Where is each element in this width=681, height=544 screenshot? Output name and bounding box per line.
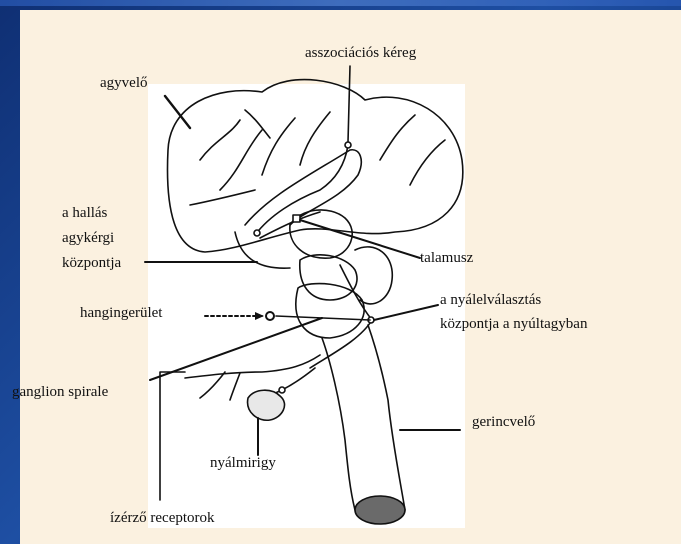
label-auditory-center-3: központja [62, 255, 121, 272]
midbrain-shape [300, 255, 357, 300]
taste-nerve [185, 355, 320, 378]
salivary-gland-shape [248, 390, 285, 420]
leader-cerebrum [165, 96, 190, 128]
cerebellum-shape [355, 247, 392, 304]
label-salivation-center-1: a nyálelválasztás [440, 292, 541, 309]
label-auditory-center-2: agykérgi [62, 230, 114, 247]
taste-nerve-branch [230, 373, 240, 400]
cerebrum-outline [167, 80, 462, 252]
gland-nerve [270, 368, 315, 395]
leader-association [348, 66, 350, 142]
label-taste-receptors: ízérző receptorok [110, 510, 215, 527]
leader-taste [160, 372, 185, 500]
label-spinal-cord: gerincvelő [472, 414, 535, 431]
leader-salivation [374, 305, 438, 320]
label-sound-stimulus: hangingerület [80, 305, 162, 322]
label-salivary-gland: nyálmirigy [210, 455, 276, 472]
cortex-fold [410, 140, 445, 185]
cortex-fold [245, 110, 270, 138]
node-association [345, 142, 351, 148]
cortex-fold [190, 190, 255, 205]
salivation-pathway [310, 320, 372, 368]
leader-thalamus [300, 220, 420, 258]
node-auditory [254, 230, 260, 236]
cortex-fold [220, 130, 262, 190]
cortex-fold [300, 112, 330, 165]
label-thalamus: talamusz [420, 250, 473, 267]
node-gland [279, 387, 285, 393]
stimulus-arrowhead [255, 312, 264, 320]
leader-ganglion [150, 318, 322, 380]
node-thalamus [293, 215, 300, 222]
cortex-fold [262, 118, 295, 175]
spinal-cord-cut [355, 496, 405, 524]
label-auditory-center-1: a hallás [62, 205, 107, 222]
label-cerebrum: agyvelő [100, 75, 147, 92]
cortex-fold [380, 115, 415, 160]
node-ganglion [266, 312, 274, 320]
label-association-cortex: asszociációs kéreg [305, 45, 416, 62]
cortex-fold [200, 120, 240, 160]
label-ganglion-spirale: ganglion spirale [12, 384, 108, 401]
label-salivation-center-2: központja a nyúltagyban [440, 316, 587, 333]
